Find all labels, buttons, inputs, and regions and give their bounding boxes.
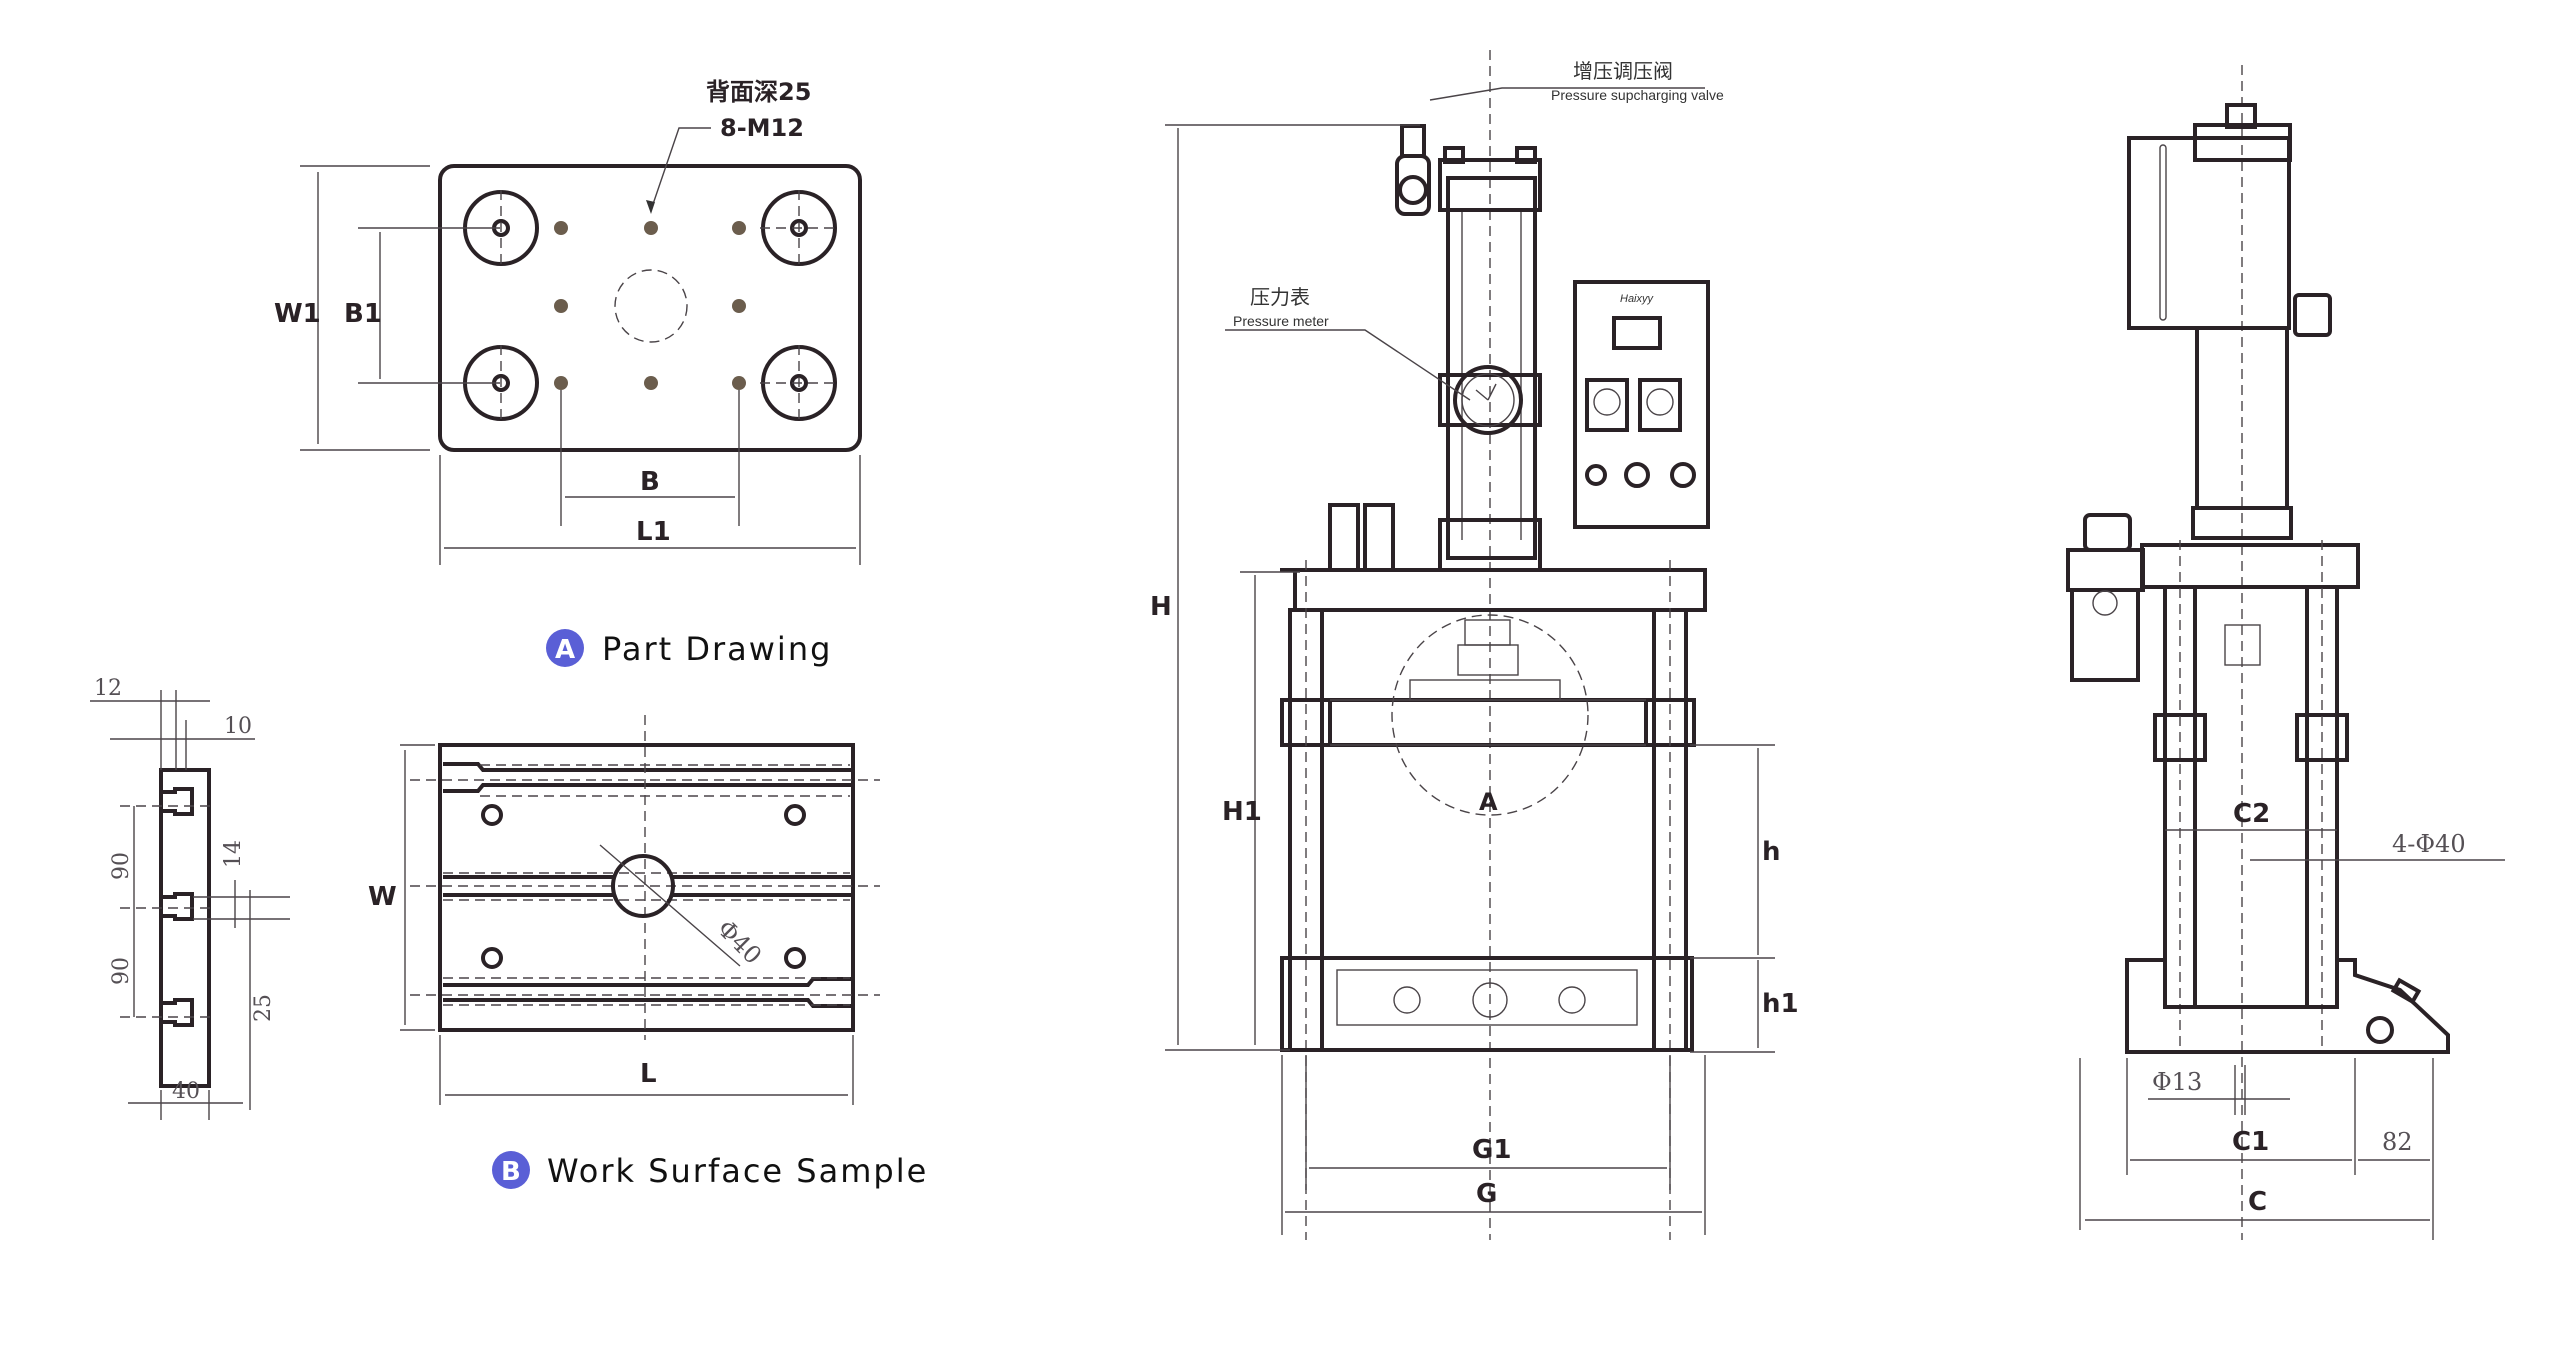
panel-brand: Haixyy	[1620, 293, 1655, 305]
note-thread-spec: 8-M12	[720, 114, 804, 142]
dim-H1: H1	[1222, 797, 1262, 827]
dim-25: 25	[251, 994, 276, 1022]
dim-4-phi40: 4-Φ40	[2392, 830, 2466, 858]
dim-90-lower: 90	[109, 957, 134, 985]
detail-circle-a	[1391, 614, 1589, 816]
center-hole	[611, 854, 675, 918]
dim-90-upper: 90	[109, 852, 134, 880]
caption-text-a: Part Drawing	[602, 630, 832, 668]
note-back-depth: 背面深25	[706, 78, 811, 106]
detail-label-a: A	[1479, 788, 1498, 816]
dim-12: 12	[94, 676, 122, 701]
cylinder-body	[1446, 176, 1537, 560]
dim-C2: C2	[2233, 799, 2270, 829]
dim-W: W	[368, 882, 397, 912]
dim-H: H	[1150, 592, 1172, 622]
threaded-holes	[554, 221, 746, 390]
dim-L: L	[640, 1059, 657, 1089]
mount-holes	[481, 804, 806, 969]
dim-phi13: Φ13	[2152, 1068, 2202, 1096]
dim-C: C	[2248, 1187, 2267, 1217]
dim-10: 10	[224, 714, 252, 739]
callout-meter-en: Pressure meter	[1233, 313, 1329, 329]
part-plate-outline	[438, 164, 862, 452]
filter-regulator	[2066, 513, 2145, 682]
dim-82: 82	[2382, 1128, 2413, 1156]
dim-phi40-hole: Φ40	[712, 914, 767, 969]
dim-G: G	[1476, 1179, 1497, 1209]
dim-14: 14	[221, 840, 246, 868]
center-bore-hidden	[614, 269, 688, 343]
pressure-valve	[1395, 124, 1431, 216]
dim-L1: L1	[636, 517, 671, 547]
lower-table	[1280, 956, 1694, 1052]
dim-G1: G1	[1472, 1135, 1511, 1165]
front-view: 增压调压阀 Pressure supcharging valve 压力表 Pre…	[1150, 50, 1799, 1240]
oil-tank	[2127, 136, 2291, 330]
callout-valve-cn: 增压调压阀	[1573, 59, 1673, 83]
control-panel: Haixyy	[1573, 280, 1710, 529]
tslot-profile: 12 10 90 90 14 25 40	[90, 676, 290, 1120]
badge-b-letter: B	[501, 1157, 521, 1187]
dim-B: B	[640, 467, 660, 497]
dim-B1: B1	[344, 299, 382, 329]
top-crossbeam	[1293, 568, 1707, 612]
dim-h1: h1	[1762, 989, 1799, 1019]
badge-a	[546, 629, 584, 667]
tslot-body	[159, 768, 211, 1088]
dim-40: 40	[172, 1079, 200, 1104]
part-drawing: 背面深25 8-M12 W1 B1 B L1 A Part Drawing	[274, 78, 862, 668]
caption-text-b: Work Surface Sample	[547, 1152, 928, 1190]
work-surface-outline	[438, 743, 855, 1032]
side-view: C2 4-Φ40 Φ13 C1 82 C	[2066, 65, 2505, 1240]
badge-a-letter: A	[555, 635, 575, 665]
dim-h: h	[1762, 837, 1781, 867]
callout-meter-cn: 压力表	[1250, 285, 1310, 309]
work-surface: Φ40 W L B Work Surface Sample	[368, 715, 928, 1190]
caption-work-surface: B Work Surface Sample	[492, 1151, 928, 1190]
dim-W1: W1	[274, 299, 321, 329]
dim-C1: C1	[2232, 1127, 2269, 1157]
badge-b	[492, 1151, 530, 1189]
caption-part-drawing: A Part Drawing	[546, 629, 832, 668]
callout-valve-en: Pressure supcharging valve	[1551, 87, 1724, 103]
side-base	[2125, 958, 2450, 1054]
pressure-meter	[1438, 365, 1542, 435]
